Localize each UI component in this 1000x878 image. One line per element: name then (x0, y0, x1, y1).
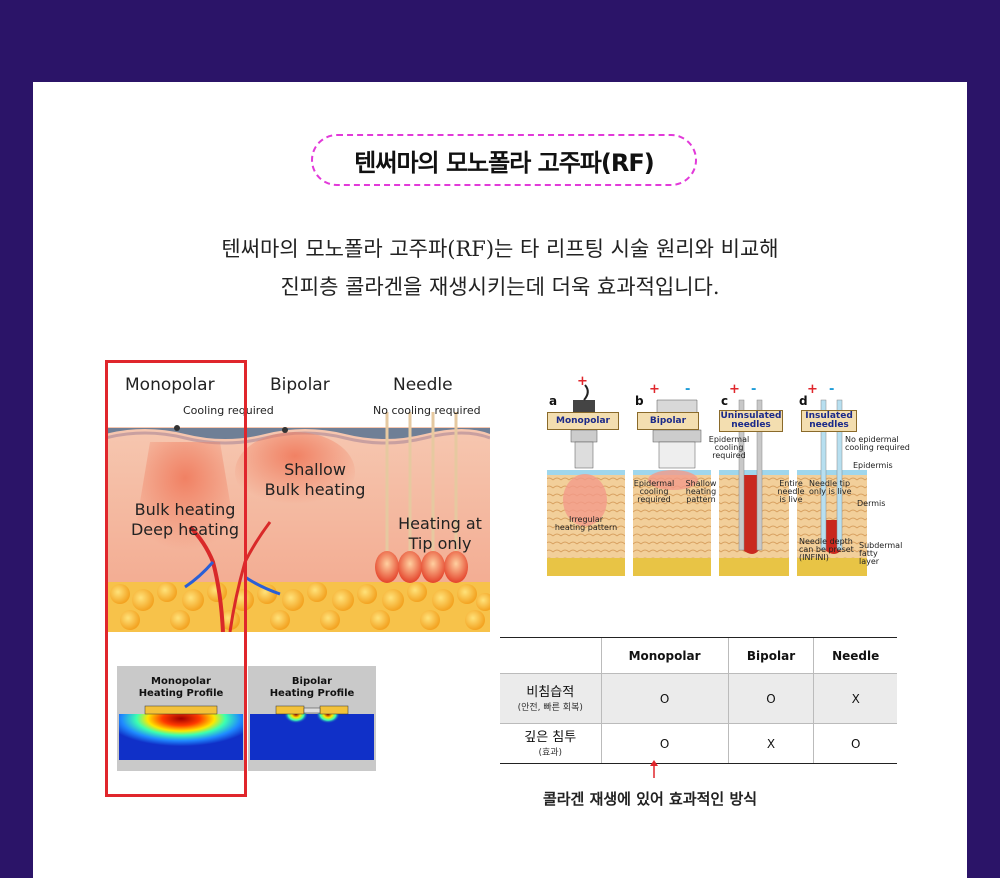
title-badge: 텐써마의 모노폴라 고주파(RF) (311, 134, 697, 186)
table-row: 비침습적 (안전, 빠른 회복) O O X (500, 673, 897, 724)
table-header-bipolar: Bipolar (727, 637, 814, 674)
note-irregular: Irregular heating pattern (554, 515, 618, 532)
table-caption: 콜라겐 재생에 있어 효과적인 방식 (542, 790, 758, 808)
note-entire-needle: Entire needle is live (777, 479, 805, 504)
minus-sign: - (829, 382, 835, 397)
plus-sign: + (729, 382, 740, 397)
bipolar-heatmap (250, 705, 374, 760)
profile-title: Monopolar Heating Profile (138, 676, 224, 699)
cell-value: O (727, 673, 814, 724)
table-header-needle: Needle (813, 637, 897, 674)
table-header-monopolar: Monopolar (600, 637, 729, 674)
profile-title: Bipolar Heating Profile (269, 676, 355, 699)
cell-value: O (600, 673, 729, 724)
tag-bipolar: Bipolar (637, 412, 699, 430)
description-line-1: 텐써마의 모노폴라 고주파(RF)는 타 리프팅 시술 원리와 비교해 (221, 237, 779, 261)
note-epidermal-cooling-top: Epidermal cooling required (708, 435, 750, 460)
table-row: 깊은 침투 (효과) O X O (500, 723, 897, 764)
note-needle-tip: Needle tip only is live (809, 479, 852, 496)
tag-uninsulated-needles: Uninsulated needles (719, 410, 783, 432)
label-monopolar: Monopolar (125, 375, 215, 395)
monopolar-highlight-box (105, 360, 247, 797)
monopolar-heatmap (119, 705, 243, 760)
row-label: 비침습적 (안전, 빠른 회복) (500, 673, 601, 724)
monopolar-heating-profile: Monopolar Heating Profile (117, 666, 245, 771)
tag-insulated-needles: Insulated needles (801, 410, 857, 432)
comparison-table: Monopolar Bipolar Needle 비침습적 (안전, 빠른 회복… (500, 637, 897, 764)
diagram-letter-d: d (799, 394, 808, 408)
note-subdermal: Subdermal fatty layer (859, 541, 903, 566)
page-title: 텐써마의 모노폴라 고주파(RF) (354, 148, 654, 177)
plus-sign: + (577, 374, 588, 389)
cell-value: X (813, 673, 897, 724)
skin-cross-section-image (105, 412, 490, 632)
note-no-epidermal: No epidermal cooling required (845, 435, 910, 452)
rf-device-diagram: a b c d + + - + - + - Monopolar Bipolar … (545, 374, 910, 580)
description-line-2: 진피층 콜라겐을 재생시키는데 더욱 효과적입니다. (280, 275, 720, 299)
diagram-letter-c: c (721, 394, 729, 408)
description: 텐써마의 모노폴라 고주파(RF)는 타 리프팅 시술 원리와 비교해 진피층 … (33, 230, 967, 306)
label-bipolar: Bipolar (270, 375, 330, 395)
label-needle: Needle (393, 375, 453, 395)
rf-comparison-illustration: Monopolar Bipolar Needle Cooling require… (105, 362, 490, 632)
diagram-letter-a: a (549, 394, 558, 408)
minus-sign: - (751, 382, 757, 397)
plus-sign: + (649, 382, 660, 397)
note-shallow-pattern: Shallow heating pattern (685, 479, 717, 504)
note-dermis: Dermis (857, 499, 886, 508)
cell-value: O (813, 723, 897, 764)
table-header-row: Monopolar Bipolar Needle (500, 637, 897, 674)
note-epidermal-cooling-mid: Epidermal cooling required (633, 479, 675, 504)
bipolar-heating-profile: Bipolar Heating Profile (248, 666, 376, 771)
label-heating-at-tip: Heating at Tip only (398, 514, 482, 553)
label-cooling-required: Cooling required (183, 404, 274, 417)
table-header-empty (500, 637, 601, 674)
diagram-letter-b: b (635, 394, 644, 408)
cell-value: X (727, 723, 814, 764)
label-no-cooling-required: No cooling required (373, 404, 481, 417)
cell-value: O (600, 723, 729, 764)
minus-sign: - (685, 382, 691, 397)
label-shallow-bulk-heating: Shallow Bulk heating (264, 460, 366, 499)
label-bulk-deep-heating: Bulk heating Deep heating (130, 500, 240, 539)
plus-sign: + (807, 382, 818, 397)
up-arrow-icon (650, 760, 658, 778)
tag-monopolar: Monopolar (547, 412, 619, 430)
row-label: 깊은 침투 (효과) (500, 723, 601, 764)
content-card: 텐써마의 모노폴라 고주파(RF) 텐써마의 모노폴라 고주파(RF)는 타 리… (33, 82, 967, 878)
device-cross-section-image (547, 384, 867, 576)
note-epidermis: Epidermis (853, 461, 893, 470)
note-needle-depth: Needle depth can be preset (INFINI) (799, 537, 854, 562)
